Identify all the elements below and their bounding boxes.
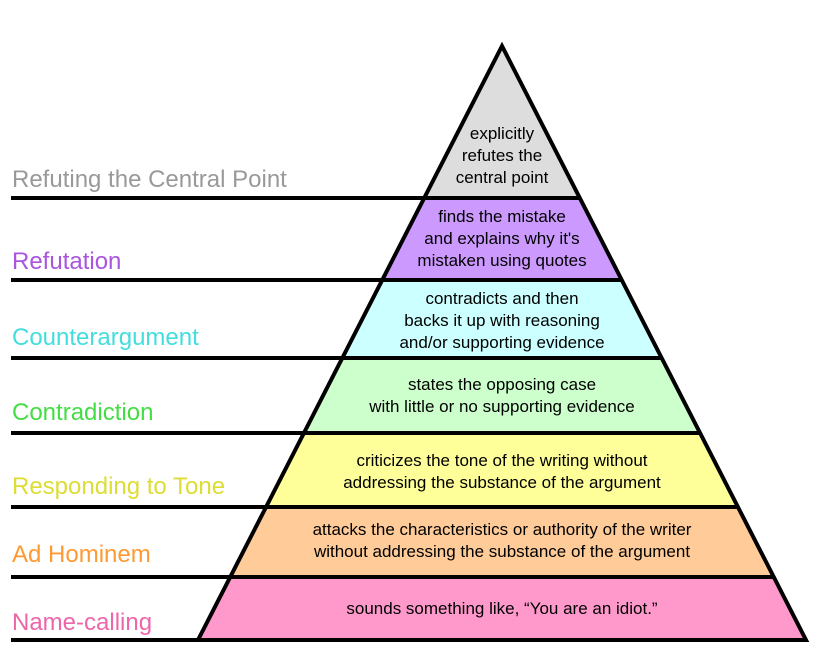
level-label: Refuting the Central Point [12,166,287,193]
level-description-line: with little or no supporting evidence [368,397,635,416]
pyramid-outline [194,41,810,642]
pyramid-outline-group [194,41,810,642]
level-description-line: and/or supporting evidence [399,333,604,352]
level-description-line: criticizes the tone of the writing witho… [356,451,647,470]
pyramid-tier-6 [230,507,774,577]
level-descriptions: explicitly refutes the central point finds … [313,124,692,618]
pyramid-tiers [198,46,806,640]
pyramid-tier-2 [382,198,622,280]
level-description-line: contradicts and then [425,289,578,308]
level-label: Refutation [12,248,121,275]
level-description-line: and explains why it's [424,229,579,248]
pyramid-tier-7 [198,577,806,640]
level-description-line: sounds something like, “You are an idiot… [346,599,658,618]
level-label: Responding to Tone [12,473,225,500]
level-description-line: backs it up with reasoning [404,311,600,330]
pyramid-tier-1 [424,46,580,198]
level-label: Ad Hominem [12,541,151,568]
level-description-line: refutes the [462,146,542,165]
level-description-line: attacks the characteristics or authority… [313,520,692,539]
level-description-line: explicitly [470,124,535,143]
level-description-line: without addressing the substance of the … [313,542,690,561]
level-label: Contradiction [12,399,153,426]
pyramid-tier-4 [303,358,701,433]
level-labels: Refuting the Central PointRefutationCoun… [12,166,287,636]
level-label: Counterargument [12,324,199,351]
level-description-line: states the opposing case [408,375,596,394]
pyramid-tier-3 [342,280,662,358]
pyramid-tier-5 [266,433,738,507]
level-divider-lines [11,196,774,642]
level-description-line: central point [456,168,549,187]
level-description-line: mistaken using quotes [417,251,586,270]
level-description-line: finds the mistake [438,207,566,226]
level-description-line: addressing the substance of the argument [343,473,661,492]
level-label: Name-calling [12,609,152,636]
